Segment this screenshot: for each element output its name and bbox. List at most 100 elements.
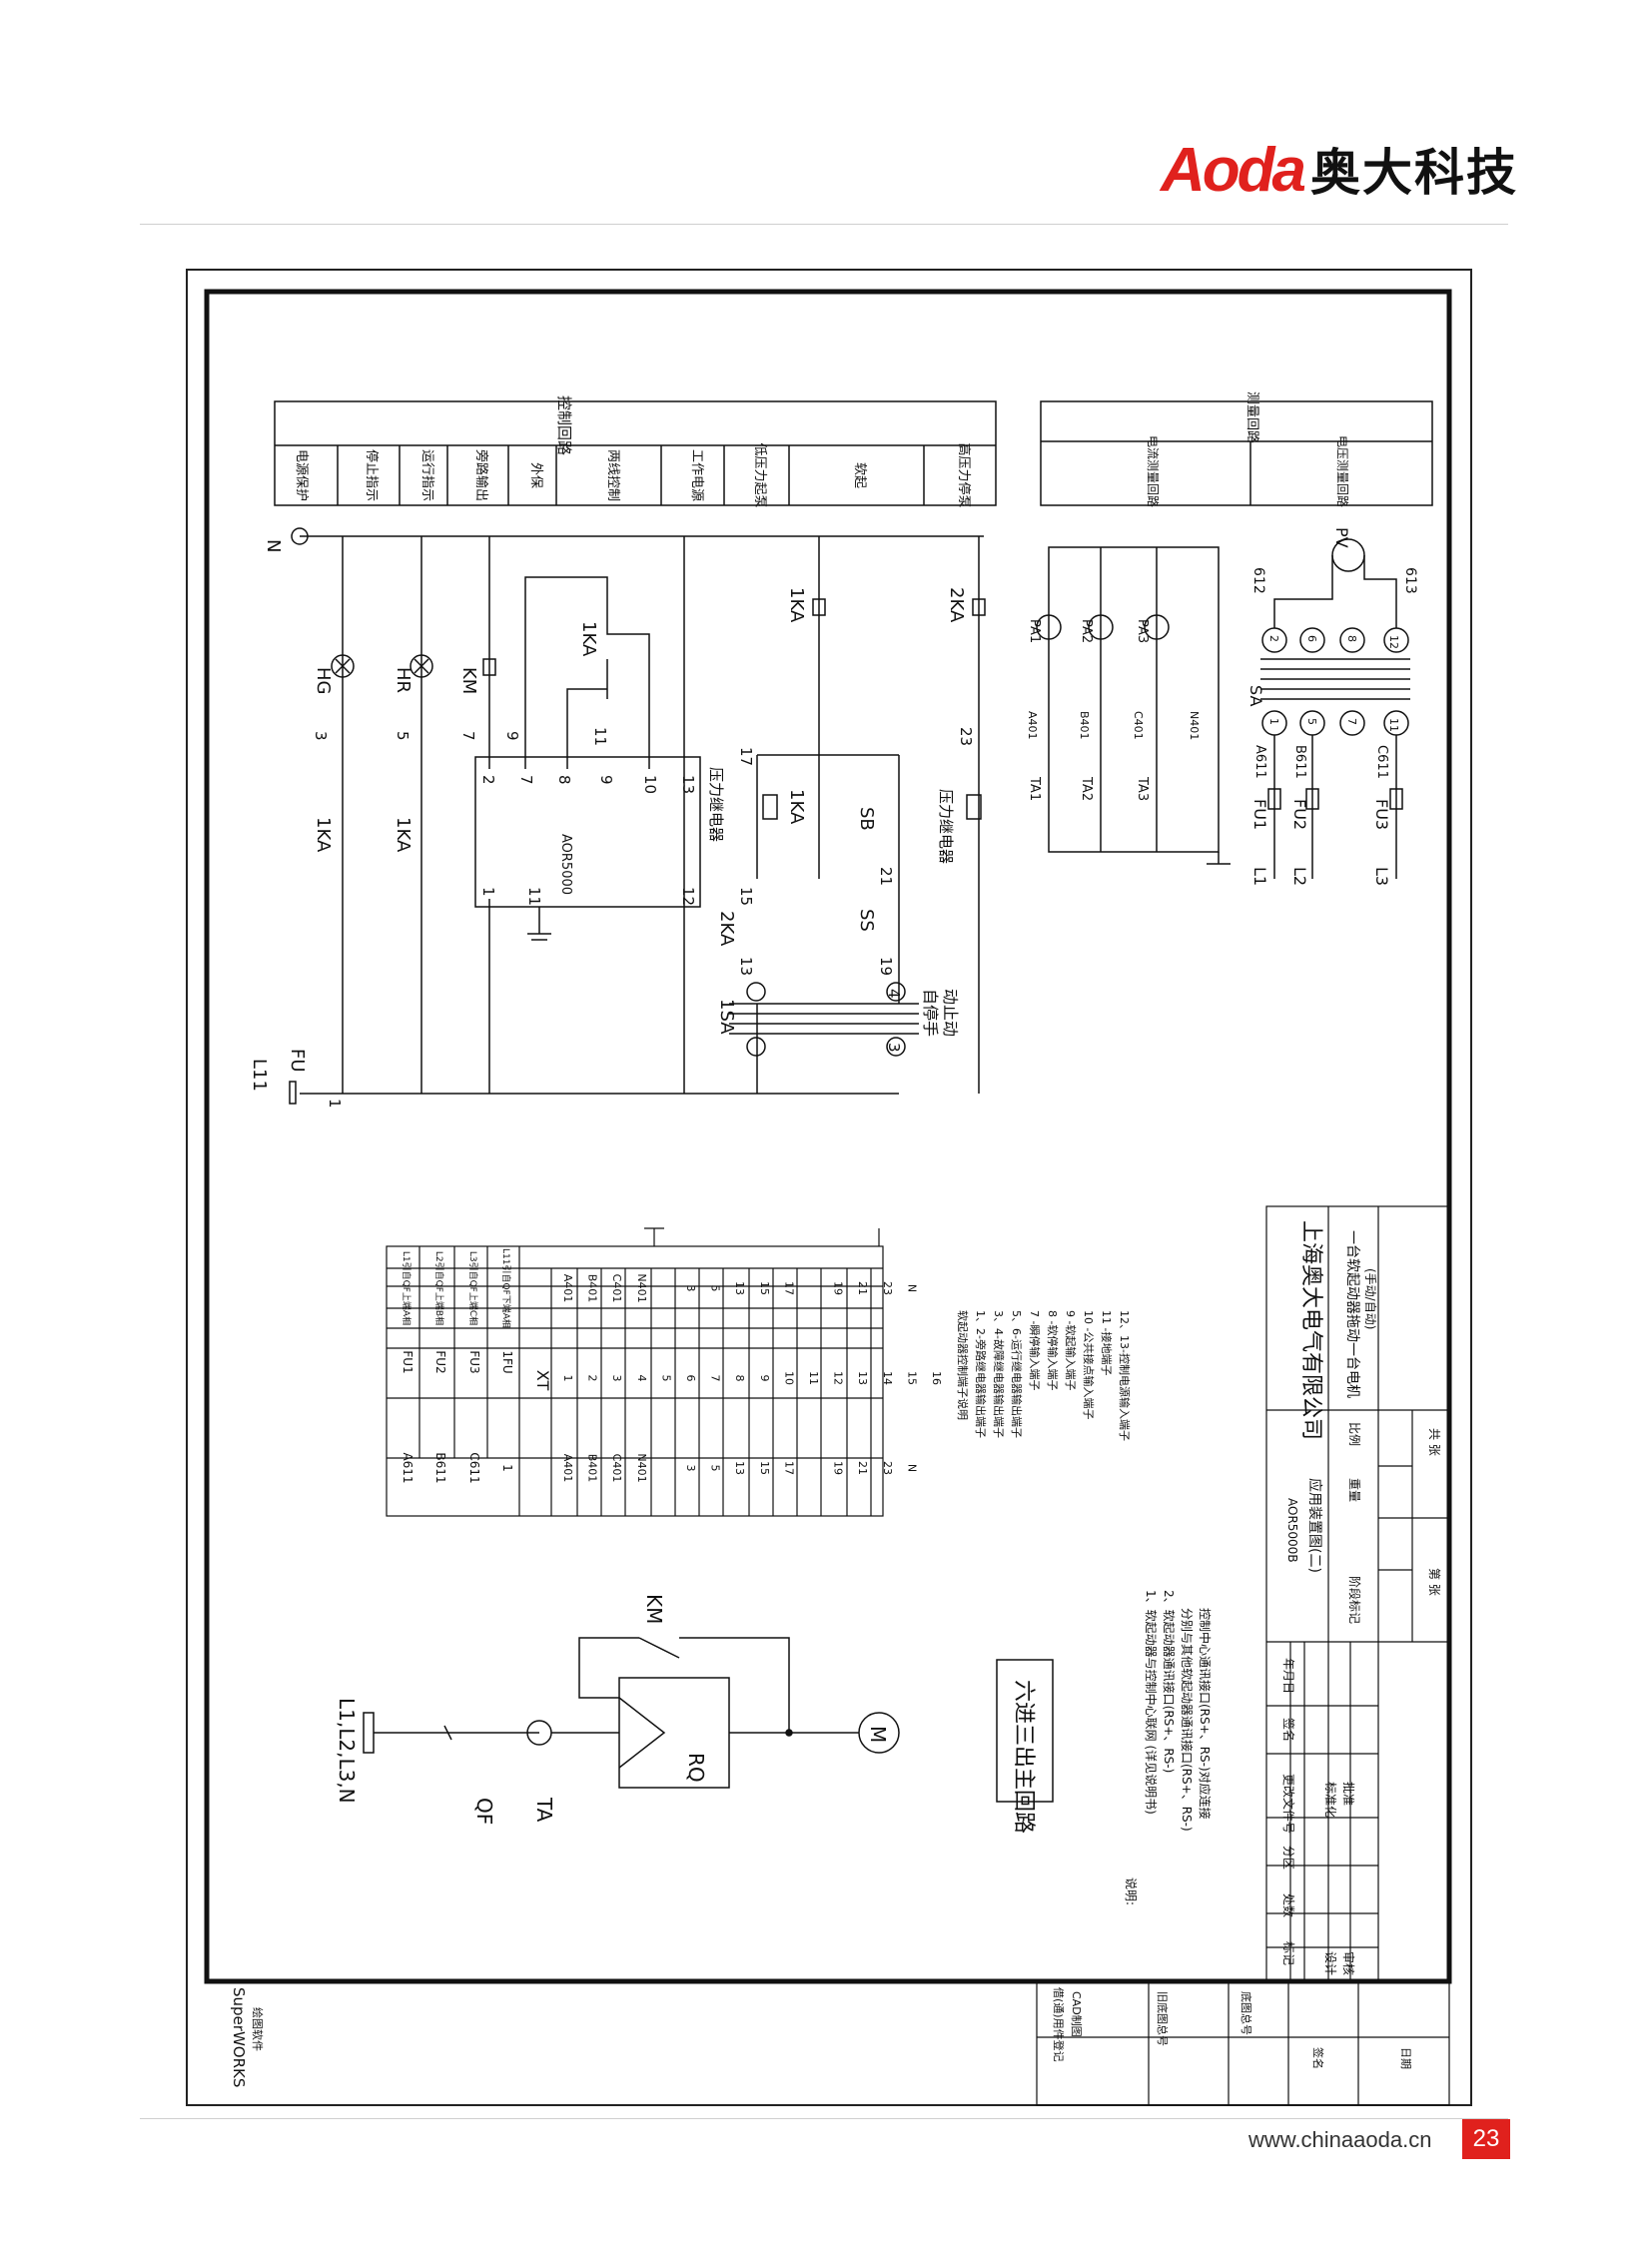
terminal-note: 7 -瞬停输入端子 bbox=[1028, 1310, 1042, 1390]
side-label: 借(通)用件登记 bbox=[1052, 1987, 1066, 2062]
terminal-cell-right: B401 bbox=[586, 1274, 599, 1303]
terminal-cell-right: 23 bbox=[881, 1281, 894, 1295]
explanation-line: 1、软起动器与控制中心联网 (详见说明书) bbox=[1144, 1590, 1159, 1815]
terminal-cell-right: 19 bbox=[832, 1281, 845, 1295]
label-l11: L11 bbox=[249, 1059, 270, 1092]
sa-pos-3: 3 bbox=[885, 1043, 903, 1053]
label-pa1: PA1 bbox=[1027, 619, 1042, 643]
terminal-note: 8 -软停输入端子 bbox=[1046, 1310, 1060, 1390]
label-pressure-relay-2: 压力继电器 bbox=[937, 789, 955, 864]
terminal-cell-left: N bbox=[905, 1464, 918, 1472]
wire-23: 23 bbox=[957, 727, 975, 746]
label-mode-a: 自停手 bbox=[921, 989, 940, 1037]
measure-header bbox=[1040, 400, 1433, 506]
title-block bbox=[1265, 1205, 1450, 1982]
wire-3: 3 bbox=[312, 731, 330, 741]
terminal-cell-right: N bbox=[905, 1284, 918, 1292]
wire-c401: C401 bbox=[1132, 711, 1145, 740]
fuse-row-desc: L1引自QF上端A相 bbox=[401, 1251, 413, 1325]
title-weight: 重量 bbox=[1347, 1478, 1361, 1502]
main-circuit-caption: 六进三出主回路 bbox=[1011, 1680, 1036, 1834]
rev-header: 年月日 bbox=[1281, 1658, 1295, 1694]
terminal-xt-label: XT bbox=[533, 1370, 552, 1391]
terminal-cell-number: 5 bbox=[659, 1375, 672, 1382]
wire-b611: B611 bbox=[1292, 745, 1307, 779]
rev-header: 分区 bbox=[1281, 1846, 1295, 1869]
header-col-9: 软起 bbox=[852, 462, 867, 488]
fuse-row-desc: L3引自QF上端C相 bbox=[467, 1251, 479, 1325]
label-1sa: 1SA bbox=[716, 999, 737, 1035]
sa-pin-8: 8 bbox=[1345, 635, 1358, 642]
terminal-cell-number: 4 bbox=[635, 1375, 648, 1382]
label-ss: SS bbox=[856, 909, 877, 932]
rev-header: 标记 bbox=[1281, 1941, 1295, 1965]
terminal-table bbox=[386, 1227, 884, 1517]
label-hg: HG bbox=[313, 667, 334, 694]
aor-pin-10: 10 bbox=[641, 775, 659, 794]
side-label: 底图总号 bbox=[1239, 1991, 1253, 2035]
explanation-line: 分别与其他软起动器通讯接口(RS+、RS-) bbox=[1180, 1608, 1195, 1832]
side-software: SuperWORKS bbox=[230, 1987, 248, 2087]
sa-pin-7: 7 bbox=[1345, 718, 1358, 725]
terminal-cell-number: 1 bbox=[561, 1375, 574, 1382]
terminal-cell-number: 12 bbox=[832, 1371, 845, 1385]
terminal-cell-right: C401 bbox=[610, 1274, 623, 1303]
footer-rule bbox=[140, 2118, 1508, 2119]
wire-5: 5 bbox=[394, 731, 412, 741]
title-scale: 比例 bbox=[1347, 1422, 1361, 1446]
wire-a611: A611 bbox=[1252, 745, 1267, 779]
label-2ka-coil: 2KA bbox=[946, 587, 967, 623]
terminal-cell-left: 23 bbox=[881, 1461, 894, 1475]
fuse-row-desc: L2引自QF上端B相 bbox=[433, 1251, 445, 1325]
aor-pin-7: 7 bbox=[517, 775, 535, 785]
label-pv: PV bbox=[1332, 527, 1351, 548]
terminal-cell-number: 3 bbox=[610, 1375, 623, 1382]
terminal-rows: A4011A401B4012B401C4013C401N4014N4015363… bbox=[561, 1273, 943, 1482]
terminal-cell-number: 16 bbox=[930, 1371, 943, 1385]
header-col-4: 旁路输出 bbox=[473, 449, 489, 501]
label-ta1: TA1 bbox=[1027, 776, 1042, 801]
main-km-label: KM bbox=[642, 1594, 666, 1624]
brand-logo-latin: Aoda bbox=[1161, 136, 1306, 205]
explanation-line: 说明: bbox=[1124, 1877, 1139, 1905]
terminal-note: 软起动器控制端子说明 bbox=[956, 1310, 970, 1420]
terminal-cell-left: 5 bbox=[709, 1465, 722, 1472]
wire-21: 21 bbox=[877, 867, 895, 886]
footer-url[interactable]: www.chinaaoda.cn bbox=[1248, 2127, 1432, 2152]
terminal-cell-right: N401 bbox=[635, 1273, 648, 1302]
aor-pin-8: 8 bbox=[555, 775, 573, 785]
sa-pos-4: 4 bbox=[885, 989, 903, 999]
wire-11: 11 bbox=[591, 727, 609, 746]
main-qf-label: QF bbox=[472, 1798, 496, 1825]
fuse-row-fuse: 1FU bbox=[500, 1350, 514, 1373]
side-label: 旧底图总号 bbox=[1156, 1991, 1170, 2046]
terminal-cell-left: C401 bbox=[610, 1454, 623, 1483]
terminal-note: 11 -接地端子 bbox=[1100, 1310, 1113, 1375]
title-person-role: 批准 bbox=[1341, 1782, 1356, 1806]
sa-pin-1: 1 bbox=[1267, 718, 1280, 725]
label-l1: L1 bbox=[1250, 867, 1269, 886]
label-n: N bbox=[263, 539, 284, 552]
sa-pin-2: 2 bbox=[1267, 635, 1280, 642]
terminal-cell-right: 17 bbox=[782, 1281, 795, 1295]
terminal-cell-number: 9 bbox=[758, 1375, 771, 1382]
title-sheet-total: 共 张 bbox=[1427, 1428, 1441, 1456]
main-supply-label: L1,L2,L3,N bbox=[335, 1698, 359, 1804]
wire-17: 17 bbox=[737, 747, 755, 766]
header-rule bbox=[140, 224, 1508, 225]
terminal-cell-number: 7 bbox=[709, 1375, 722, 1382]
fuse-row-fuse: FU3 bbox=[467, 1350, 481, 1373]
title-drawing-name: 应用装置图(二) bbox=[1306, 1478, 1323, 1573]
terminal-cell-number: 10 bbox=[782, 1371, 795, 1385]
control-header bbox=[274, 400, 997, 506]
terminal-cell-number: 8 bbox=[733, 1375, 746, 1382]
main-rq-label: RQ bbox=[684, 1753, 708, 1783]
sa-pin-6: 6 bbox=[1305, 635, 1318, 642]
label-ta3: TA3 bbox=[1135, 776, 1150, 801]
label-1ka-d: 1KA bbox=[786, 789, 807, 825]
rev-header: 签名 bbox=[1281, 1718, 1296, 1742]
page-number: 23 bbox=[1462, 2119, 1510, 2159]
wire-n401: N401 bbox=[1188, 711, 1201, 740]
title-description: 一台软起动器拖动一台电机 bbox=[1344, 1230, 1360, 1398]
